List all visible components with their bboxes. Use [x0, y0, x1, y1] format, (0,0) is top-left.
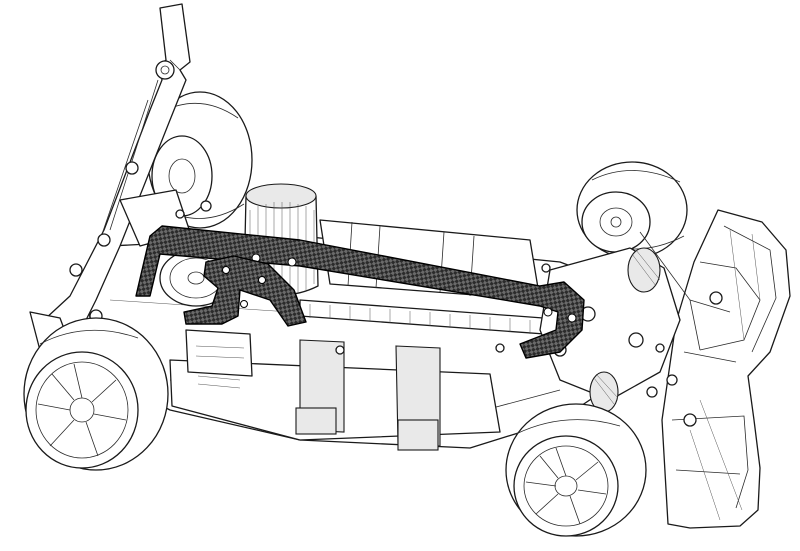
fasteners: [175, 209, 678, 398]
rear-wing: [661, 209, 791, 529]
steering-servo: [185, 329, 253, 377]
rear-left-wheel: [505, 403, 647, 537]
front-left-wheel: [23, 317, 169, 471]
battery-pack: [169, 219, 541, 451]
motor-mount-bracket: [183, 255, 307, 327]
rear-right-wheel: [576, 161, 688, 259]
